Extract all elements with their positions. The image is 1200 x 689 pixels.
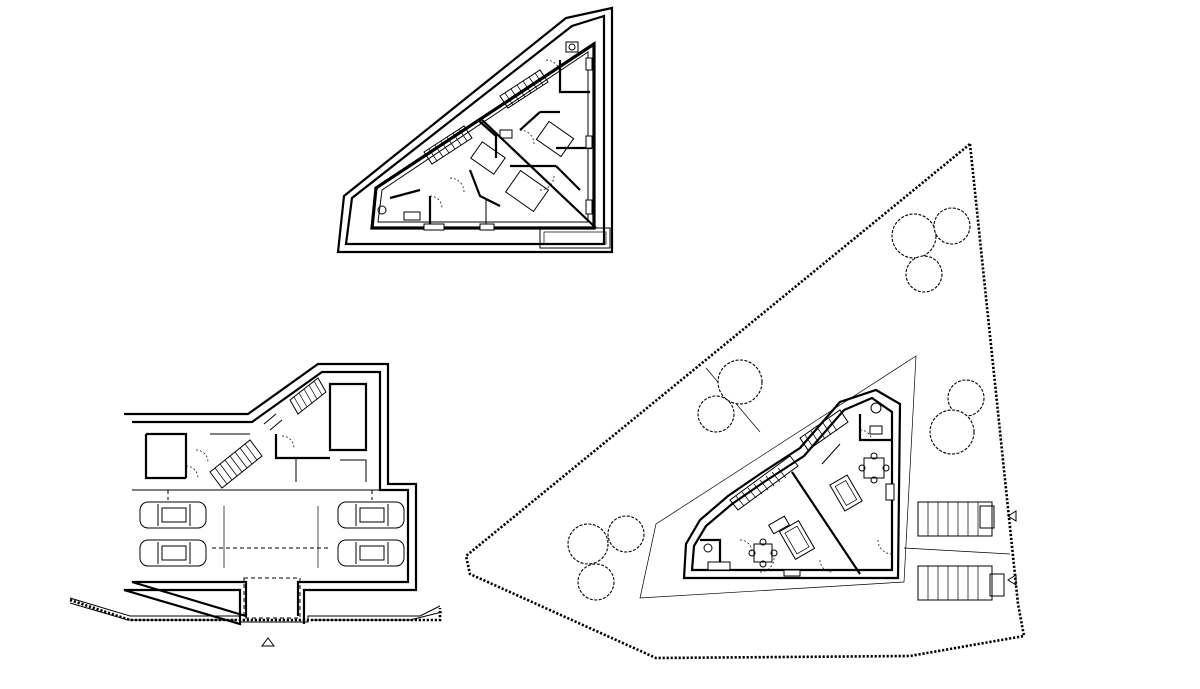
entry-steps (903, 501, 1011, 601)
sofa-icon (829, 474, 863, 512)
tree-icon (697, 359, 763, 433)
entrance-triangle-icon (1007, 574, 1017, 586)
sofa-icon (778, 519, 816, 561)
entrance-triangle-icon (1007, 510, 1017, 522)
stair (423, 69, 549, 165)
tree-icon (929, 379, 985, 455)
table-icon (748, 538, 778, 568)
car-icon (139, 501, 207, 529)
car-icon (139, 539, 207, 567)
car-icon (337, 539, 405, 567)
entrance-triangle-icon (261, 637, 275, 647)
upper-floor-plan (336, 6, 614, 254)
garage-stair (209, 377, 327, 489)
car-icon (337, 501, 405, 529)
table-icon (858, 452, 890, 484)
tree-icon (567, 515, 645, 601)
basement-garage-plan (69, 362, 443, 647)
tree-icon (891, 207, 971, 293)
site-plan (464, 141, 1026, 660)
